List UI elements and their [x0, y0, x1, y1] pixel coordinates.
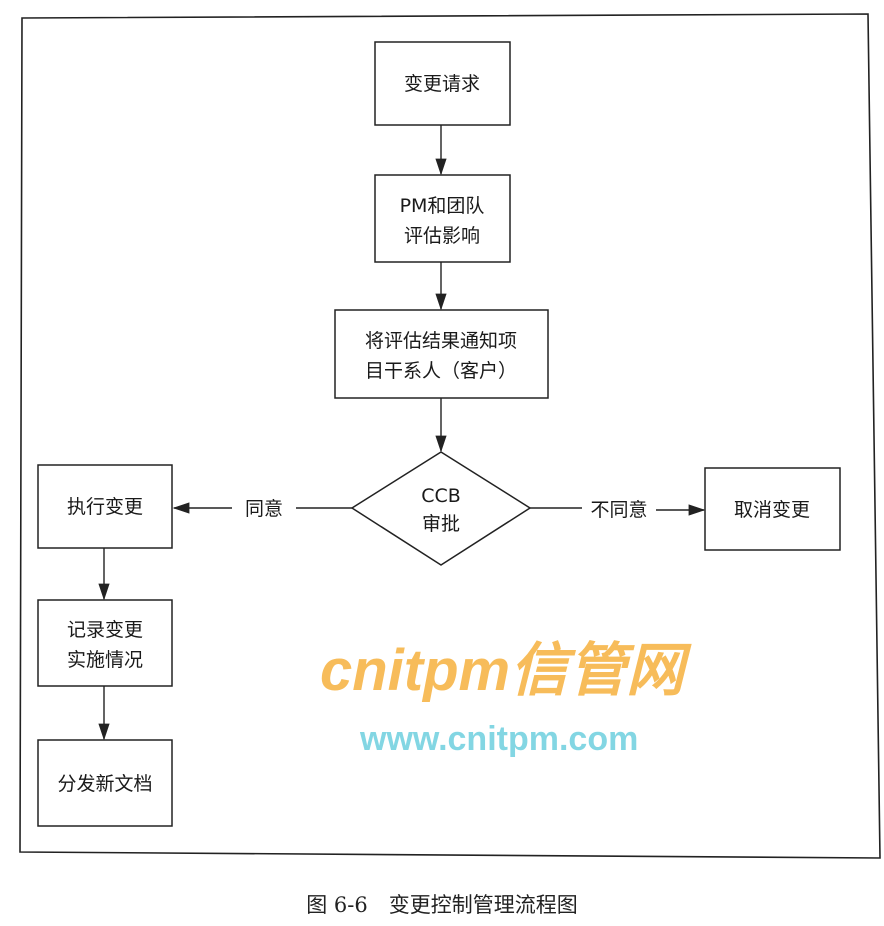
node-label: 取消变更: [734, 499, 810, 521]
node-notify-stakeholders: 将评估结果通知项 目干系人（客户）: [334, 309, 549, 399]
watermark-brand: cnitpm信管网: [320, 638, 692, 703]
figure-caption: 图 6-6 变更控制管理流程图: [306, 893, 578, 917]
node-label: 变更请求: [404, 73, 480, 95]
watermark-url: www.cnitpm.com: [359, 720, 638, 758]
edge-label-agree: 同意: [245, 498, 283, 520]
node-label: 目干系人（客户）: [365, 360, 517, 382]
node-label: 实施情况: [67, 649, 143, 671]
edges: [98, 125, 706, 741]
node-execute-change: 执行变更: [37, 464, 173, 549]
node-label: 将评估结果通知项: [365, 330, 517, 352]
node-cancel-change: 取消变更: [704, 467, 841, 551]
node-label: 评估影响: [404, 225, 480, 247]
node-ccb-approval: CCB 审批: [350, 451, 532, 566]
node-assess-impact: PM和团队 评估影响: [374, 174, 511, 263]
node-label: 审批: [422, 513, 460, 535]
outer-frame: [19, 13, 881, 859]
edge-label-disagree: 不同意: [590, 499, 647, 521]
node-distribute-docs: 分发新文档: [37, 739, 173, 827]
node-change-request: 变更请求: [374, 41, 511, 126]
node-label: PM和团队: [400, 195, 485, 217]
node-label: 分发新文档: [57, 773, 152, 795]
node-record-implementation: 记录变更 实施情况: [37, 599, 173, 687]
node-label: 记录变更: [67, 619, 143, 641]
node-label: 执行变更: [67, 496, 143, 518]
node-label: CCB: [421, 485, 461, 507]
